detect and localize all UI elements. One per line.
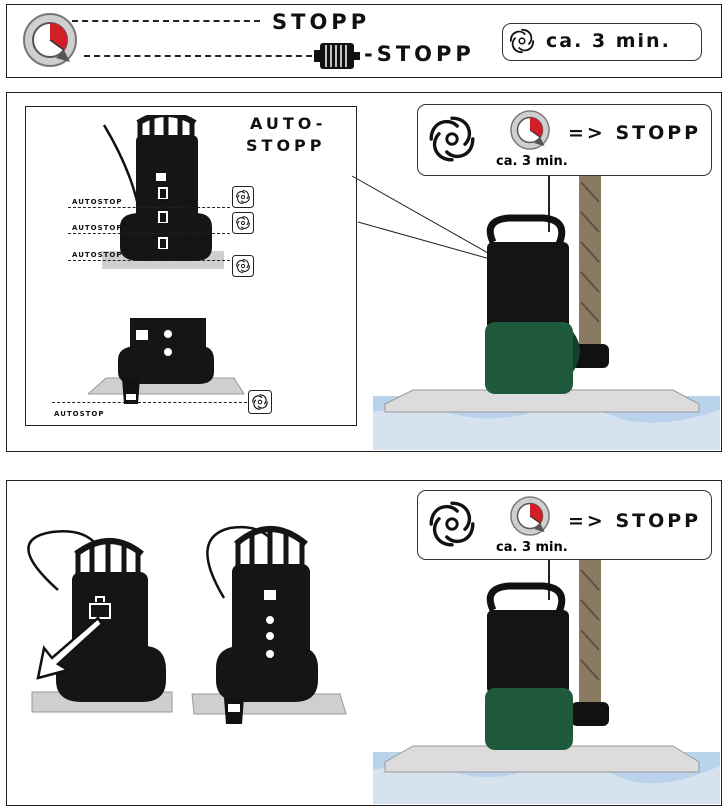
pump-scene-bottom <box>373 560 720 804</box>
auto-stopp-title-2: STOPP <box>246 136 326 155</box>
duration-text-middle: ca. 3 min. <box>496 154 568 169</box>
autostop-line-2 <box>68 233 230 234</box>
autostop-label-1: AUTOSTOP <box>72 198 123 206</box>
timer-icon <box>508 108 552 152</box>
autostop-label-bottom: AUTOSTOP <box>54 410 105 418</box>
pump-with-arrow <box>27 530 173 713</box>
top-panel <box>6 4 722 78</box>
result-callout-middle <box>417 104 712 176</box>
duration-text-bottom: ca. 3 min. <box>496 540 568 555</box>
middle-panel <box>6 92 722 452</box>
pump-scene-middle <box>373 172 720 450</box>
autostop-label-3: AUTOSTOP <box>72 251 123 259</box>
swirl-icon <box>232 255 254 277</box>
timer-icon <box>20 10 80 70</box>
pump-base-closeup <box>88 318 245 404</box>
duration-text: ca. 3 min. <box>546 30 671 52</box>
autostop-label-2: AUTOSTOP <box>72 224 123 232</box>
pump-icon <box>191 525 347 724</box>
swirl-icon <box>232 186 254 208</box>
autostop-line-3 <box>68 260 230 261</box>
dashed-line-lower <box>84 55 312 57</box>
bottom-panel <box>6 480 722 806</box>
result-text-bottom: => STOPP <box>568 510 702 532</box>
result-callout-bottom <box>417 490 712 560</box>
swirl-icon <box>426 113 478 165</box>
swirl-icon <box>232 212 254 234</box>
duration-badge <box>502 23 702 61</box>
swirl-icon <box>508 27 536 55</box>
autostop-line-bottom <box>52 402 247 403</box>
result-text-middle: => STOPP <box>568 122 702 144</box>
dashed-line-upper <box>72 20 260 22</box>
callout-lines <box>351 175 509 265</box>
auto-stopp-title-1: AUTO- <box>250 114 327 133</box>
swirl-icon <box>426 498 478 550</box>
swirl-icon <box>248 390 272 414</box>
stopp-label-upper: STOPP <box>272 10 371 34</box>
autostop-line-1 <box>68 207 230 208</box>
motor-icon <box>314 43 360 69</box>
stopp-label-lower: -STOPP <box>364 42 475 66</box>
timer-icon <box>508 494 552 538</box>
